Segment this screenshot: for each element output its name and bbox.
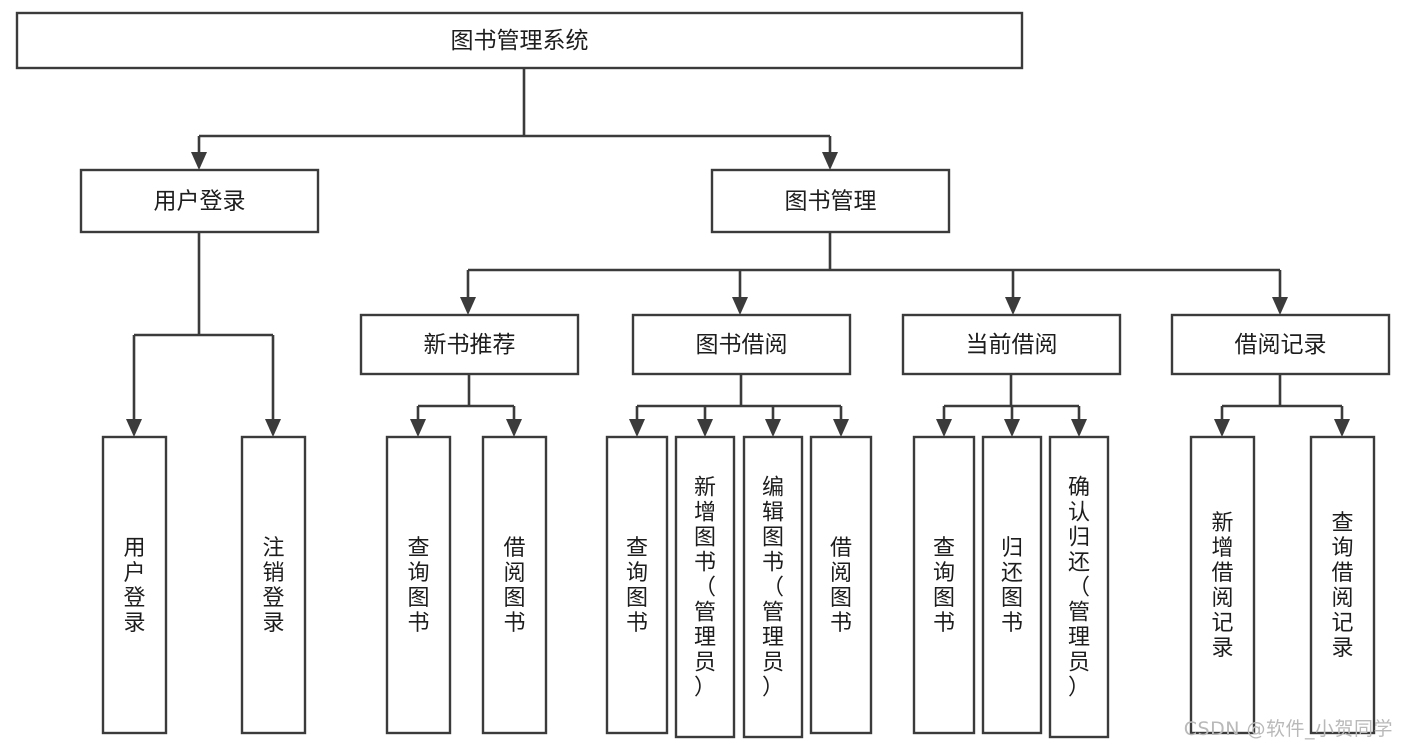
watermark-text: CSDN @软件_小贺同学 [1183, 718, 1393, 740]
node-level2-0-rect[interactable] [79, 168, 320, 234]
node-leaf-4-label: 查询图书 [626, 536, 648, 636]
node-leaf-11-label: 新增借阅记录 [1211, 511, 1233, 661]
node-level3-0[interactable]: 新书推荐 [359, 313, 580, 376]
arrow-head [1071, 419, 1087, 437]
node-root-rect[interactable] [15, 11, 1024, 70]
node-level2-1[interactable]: 图书管理 [710, 168, 951, 234]
node-leaf-5-rect[interactable] [674, 435, 736, 739]
node-leaf-5[interactable]: 新增图书（管理员） [674, 435, 736, 739]
node-leaf-12-rect[interactable] [1309, 435, 1376, 735]
arrow-head [822, 152, 838, 170]
node-leaf-9-rect[interactable] [981, 435, 1043, 735]
arrow-head [1334, 419, 1350, 437]
arrow-head [460, 297, 476, 315]
boxes-layer: 图书管理系统用户登录图书管理新书推荐图书借阅当前借阅借阅记录用户登录注销登录查询… [15, 11, 1391, 739]
node-leaf-11[interactable]: 新增借阅记录 [1189, 435, 1256, 735]
node-leaf-1-label: 注销登录 [262, 536, 284, 636]
arrow-head [265, 419, 281, 437]
node-level3-1-rect[interactable] [631, 313, 852, 376]
arrow-head [697, 419, 713, 437]
node-level2-0-label: 用户登录 [154, 189, 246, 215]
node-level3-3-label: 借阅记录 [1235, 332, 1327, 358]
node-leaf-6-rect[interactable] [742, 435, 804, 739]
node-leaf-7-rect[interactable] [809, 435, 873, 735]
node-root-label: 图书管理系统 [451, 28, 589, 54]
arrow-head [732, 297, 748, 315]
node-leaf-8-label: 查询图书 [933, 536, 955, 636]
node-leaf-6[interactable]: 编辑图书（管理员） [742, 435, 804, 739]
node-level3-1[interactable]: 图书借阅 [631, 313, 852, 376]
node-level3-3-rect[interactable] [1170, 313, 1391, 376]
node-leaf-7[interactable]: 借阅图书 [809, 435, 873, 735]
node-leaf-0-label: 用户登录 [123, 536, 145, 636]
arrow-head [1005, 297, 1021, 315]
arrow-head [191, 152, 207, 170]
node-leaf-3[interactable]: 借阅图书 [481, 435, 548, 735]
node-leaf-10-label: 确认归还（管理员） [1068, 476, 1090, 701]
arrow-head [1004, 419, 1020, 437]
edges-layer [126, 68, 1350, 437]
node-leaf-10-rect[interactable] [1048, 435, 1110, 739]
node-leaf-8[interactable]: 查询图书 [912, 435, 976, 735]
node-leaf-10[interactable]: 确认归还（管理员） [1048, 435, 1110, 739]
node-leaf-6-label: 编辑图书（管理员） [762, 476, 784, 701]
node-level3-3[interactable]: 借阅记录 [1170, 313, 1391, 376]
node-leaf-2-rect[interactable] [385, 435, 452, 735]
arrow-head [1272, 297, 1288, 315]
node-root[interactable]: 图书管理系统 [15, 11, 1024, 70]
node-leaf-0-rect[interactable] [101, 435, 168, 735]
node-level3-2[interactable]: 当前借阅 [901, 313, 1122, 376]
arrow-head [1214, 419, 1230, 437]
node-leaf-2-label: 查询图书 [407, 536, 429, 636]
node-level3-0-rect[interactable] [359, 313, 580, 376]
node-leaf-0[interactable]: 用户登录 [101, 435, 168, 735]
node-level2-0[interactable]: 用户登录 [79, 168, 320, 234]
node-level2-1-label: 图书管理 [785, 189, 877, 215]
arrow-head [765, 419, 781, 437]
arrow-head [833, 419, 849, 437]
node-leaf-7-label: 借阅图书 [830, 536, 852, 636]
node-leaf-5-label: 新增图书（管理员） [694, 476, 716, 701]
node-leaf-3-rect[interactable] [481, 435, 548, 735]
arrow-head [506, 419, 522, 437]
node-leaf-9-label: 归还图书 [1001, 536, 1023, 636]
arrow-head [410, 419, 426, 437]
node-leaf-3-label: 借阅图书 [503, 536, 525, 636]
node-leaf-4[interactable]: 查询图书 [605, 435, 669, 735]
node-level3-2-rect[interactable] [901, 313, 1122, 376]
node-leaf-12[interactable]: 查询借阅记录 [1309, 435, 1376, 735]
node-level3-1-label: 图书借阅 [696, 332, 788, 358]
node-leaf-4-rect[interactable] [605, 435, 669, 735]
node-leaf-2[interactable]: 查询图书 [385, 435, 452, 735]
node-leaf-1[interactable]: 注销登录 [240, 435, 307, 735]
node-leaf-9[interactable]: 归还图书 [981, 435, 1043, 735]
node-leaf-8-rect[interactable] [912, 435, 976, 735]
node-level3-0-label: 新书推荐 [424, 332, 516, 358]
arrow-head [629, 419, 645, 437]
node-leaf-11-rect[interactable] [1189, 435, 1256, 735]
node-leaf-12-label: 查询借阅记录 [1331, 511, 1353, 661]
arrow-head [126, 419, 142, 437]
node-level3-2-label: 当前借阅 [966, 332, 1058, 358]
node-leaf-1-rect[interactable] [240, 435, 307, 735]
node-level2-1-rect[interactable] [710, 168, 951, 234]
arrow-head [936, 419, 952, 437]
